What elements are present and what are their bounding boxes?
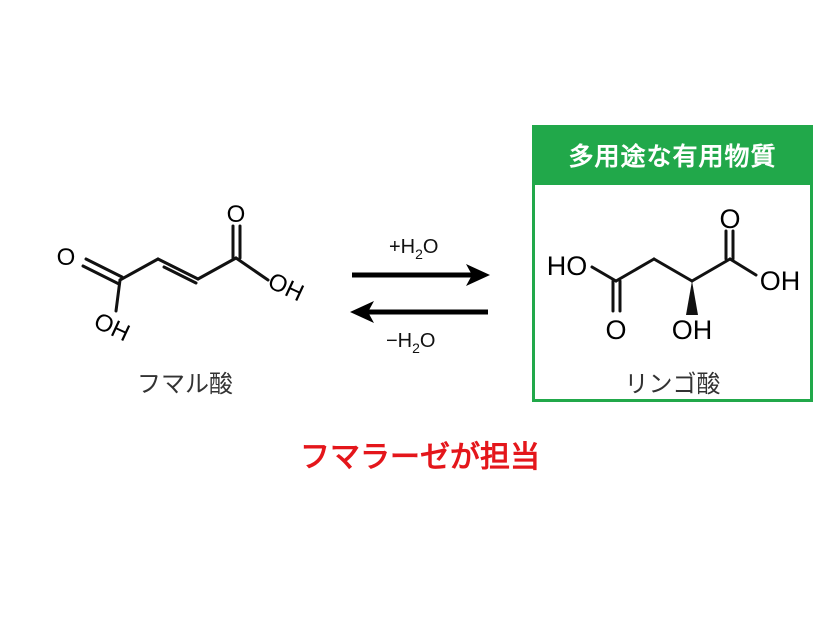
malic-o-bottom: O (605, 315, 626, 345)
forward-condition: +H2O (389, 236, 439, 262)
malic-ho: HO (547, 251, 588, 281)
stereo-wedge (686, 281, 698, 315)
reverse-arrow (350, 301, 488, 323)
malic-acid-structure: HO O O OH OH (547, 204, 801, 345)
forward-oxygen: O (422, 236, 439, 258)
fumaric-oh-right: OH (264, 268, 308, 308)
fumaric-acid-structure: O OH O OH (57, 201, 308, 348)
fumaric-o-right: O (227, 201, 246, 228)
malic-oh-bottom: OH (672, 315, 713, 345)
fumaric-acid-label: フマル酸 (137, 370, 233, 398)
malic-acid-label: リンゴ酸 (624, 370, 721, 398)
reverse-oxygen: O (419, 330, 436, 352)
malic-o-top: O (719, 204, 740, 234)
forward-subscript: 2 (415, 246, 423, 262)
reverse-subscript: 2 (412, 340, 420, 356)
reaction-arrows (350, 264, 490, 323)
fumaric-oh-left: OH (90, 308, 134, 348)
reverse-condition: −H2O (386, 330, 436, 356)
malic-oh-right: OH (760, 266, 801, 296)
forward-sign: +H (389, 236, 416, 258)
reverse-sign: −H (386, 330, 413, 352)
useful-substance-header: 多用途な有用物質 (532, 125, 813, 185)
enzyme-note: フマラーゼが担当 (300, 440, 540, 475)
forward-arrow (352, 264, 490, 286)
fumaric-o-left: O (57, 244, 76, 271)
